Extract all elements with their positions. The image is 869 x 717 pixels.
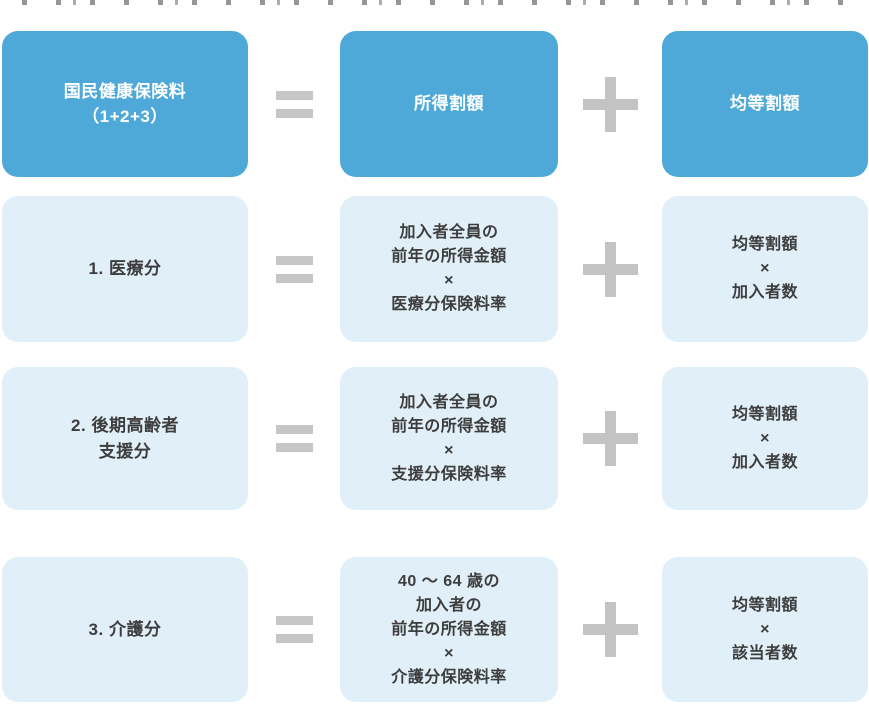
support-income-formula-box: 加入者全員の 前年の所得金額 × 支援分保険料率 (340, 367, 558, 510)
plus-operator-row1 (558, 31, 662, 177)
equals-operator-row2 (248, 196, 340, 342)
medical-portion-label: 1. 医療分 (88, 259, 162, 279)
medical-percapita-formula-box: 均等割額 × 加入者数 (662, 196, 868, 342)
medical-income-formula-box: 加入者全員の 前年の所得金額 × 医療分保険料率 (340, 196, 558, 342)
premium-calculation-diagram: 国民健康保険料 （1+2+3） 所得割額 均等割額 1. 医療分 加入者全員の … (2, 31, 868, 702)
nursing-income-formula-box: 40 ～ 64 歳の 加入者の 前年の所得金額 × 介護分保険料率 (340, 557, 558, 702)
total-premium-label: 国民健康保険料 （1+2+3） (63, 81, 187, 127)
support-income-formula: 加入者全員の 前年の所得金額 × 支援分保険料率 (391, 393, 507, 483)
equals-icon (275, 425, 313, 452)
total-premium-box: 国民健康保険料 （1+2+3） (2, 31, 248, 177)
per-capita-share-label: 均等割額 (730, 94, 800, 114)
equals-operator-row3 (248, 367, 340, 510)
equals-icon (275, 255, 313, 283)
elderly-support-portion-box: 2. 後期高齢者 支援分 (2, 367, 248, 510)
income-based-share-label: 所得割額 (414, 94, 484, 114)
medical-portion-box: 1. 医療分 (2, 196, 248, 342)
nursing-care-portion-box: 3. 介護分 (2, 557, 248, 702)
support-percapita-formula-box: 均等割額 × 加入者数 (662, 367, 868, 510)
income-based-share-box: 所得割額 (340, 31, 558, 177)
equals-icon (275, 616, 313, 643)
elderly-support-portion-label: 2. 後期高齢者 支援分 (71, 416, 179, 461)
medical-income-formula: 加入者全員の 前年の所得金額 × 医療分保険料率 (391, 224, 507, 313)
plus-operator-row4 (558, 557, 662, 702)
plus-icon (582, 76, 638, 132)
equals-operator-row1 (248, 31, 340, 177)
plus-icon (582, 602, 638, 657)
nursing-income-formula: 40 ～ 64 歳の 加入者の 前年の所得金額 × 介護分保険料率 (391, 572, 507, 686)
equals-operator-row4 (248, 557, 340, 702)
cropped-text-fragments (22, 0, 850, 5)
equals-icon (275, 90, 313, 118)
support-percapita-formula: 均等割額 × 加入者数 (731, 405, 798, 471)
medical-percapita-formula: 均等割額 × 加入者数 (731, 236, 798, 301)
plus-operator-row2 (558, 196, 662, 342)
nursing-care-portion-label: 3. 介護分 (88, 619, 162, 639)
per-capita-share-box: 均等割額 (662, 31, 868, 177)
plus-icon (582, 411, 638, 466)
nursing-percapita-formula-box: 均等割額 × 該当者数 (662, 557, 868, 702)
plus-icon (582, 241, 638, 297)
plus-operator-row3 (558, 367, 662, 510)
nursing-percapita-formula: 均等割額 × 該当者数 (731, 596, 798, 662)
